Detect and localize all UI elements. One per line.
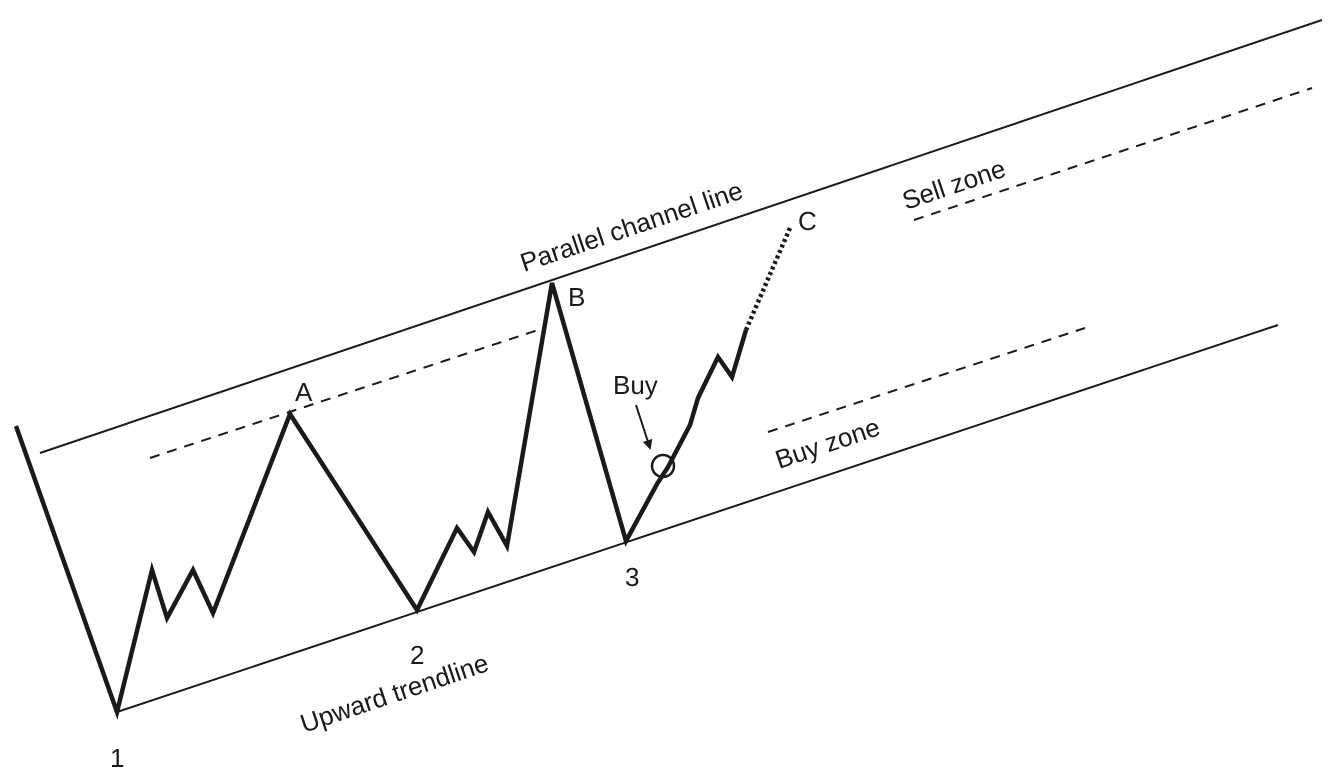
point-3-label: 3 <box>625 562 639 592</box>
point-1-label: 1 <box>110 743 124 773</box>
buy-arrow <box>635 404 653 450</box>
channel-midline-dashed <box>149 329 539 459</box>
projected-path <box>743 227 793 331</box>
parallel-channel-line <box>39 19 1323 454</box>
point-c-label: C <box>798 206 817 236</box>
point-a-label: A <box>295 377 313 407</box>
upward-trendline-label: Upward trendline <box>296 648 492 739</box>
point-2-label: 2 <box>410 640 424 670</box>
buy-zone-line <box>767 327 1086 433</box>
upward-trendline <box>116 324 1279 713</box>
sell-zone-line <box>913 87 1313 221</box>
buy-label: Buy <box>613 370 658 400</box>
buy-point-circle <box>650 453 676 479</box>
buy-zone-label: Buy zone <box>771 412 883 475</box>
point-b-label: B <box>568 282 585 312</box>
price-path <box>13 282 749 720</box>
